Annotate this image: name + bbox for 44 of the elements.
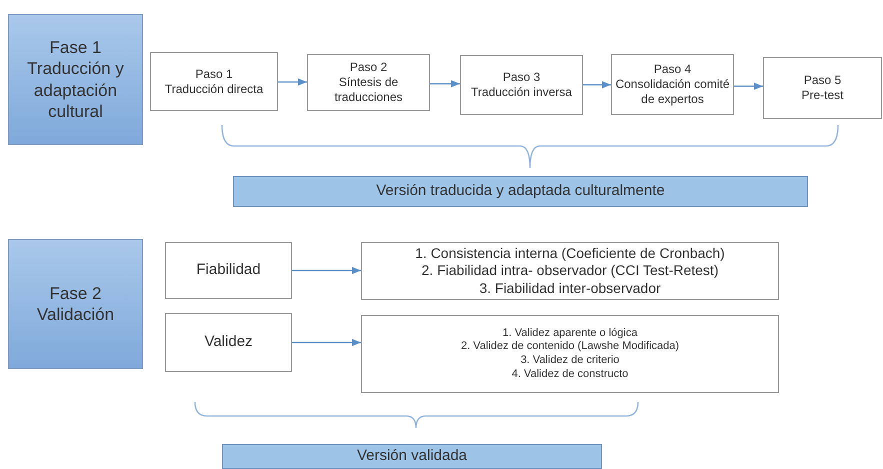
- result-band: [222, 444, 602, 469]
- list-item: 2. Fiabilidad intra- observador (CCI Test-Retest): [422, 262, 718, 280]
- phase-name: Traducción y adaptación cultural: [26, 58, 125, 122]
- step-box: [611, 54, 734, 115]
- result-label: Versión traducida y adaptada culturalmente: [376, 182, 665, 201]
- list-item: 1. Validez aparente o lógica: [502, 326, 638, 340]
- category-box: [165, 313, 292, 372]
- step-title: Paso 4: [654, 62, 692, 77]
- step-title: Paso 2: [350, 60, 388, 75]
- step-name: Pre-test: [801, 88, 844, 103]
- phase-box: [8, 14, 143, 145]
- phase-name: Validación: [36, 304, 114, 326]
- step-box: [150, 52, 278, 111]
- step-box: [460, 55, 583, 115]
- step-name: Síntesis de traducciones: [333, 75, 404, 105]
- phase-title: Fase 1: [50, 37, 102, 58]
- step-name: Traducción inversa: [471, 85, 572, 100]
- step-name: Consolidación comité de expertos: [614, 77, 731, 107]
- arrow: [430, 80, 460, 88]
- step-title: Paso 1: [195, 66, 233, 82]
- step-box: [307, 54, 430, 111]
- category-box: [165, 242, 292, 299]
- list-box: [361, 315, 779, 393]
- list-item: 4. Validez de constructo: [512, 368, 628, 382]
- result-band: [233, 176, 808, 207]
- list-item: 3. Validez de criterio: [520, 354, 620, 368]
- phase-title: Fase 2: [50, 282, 102, 304]
- list-box: [361, 242, 779, 300]
- step-title: Paso 3: [502, 70, 540, 85]
- step-title: Paso 5: [804, 73, 842, 88]
- arrow: [292, 338, 361, 346]
- phase-box: [8, 239, 143, 369]
- result-label: Versión validada: [356, 447, 468, 466]
- category-label: Validez: [204, 333, 253, 352]
- arrow: [292, 266, 361, 274]
- list-item: 1. Consistencia interna (Coeficiente de Cronbach): [415, 244, 725, 262]
- step-box: [763, 57, 882, 119]
- arrow: [278, 78, 307, 86]
- arrow: [734, 82, 763, 90]
- list-item: 2. Validez de contenido (Lawshe Modificada): [460, 340, 680, 354]
- list-item: 3. Fiabilidad inter-observador: [479, 280, 661, 298]
- step-name: Traducción directa: [164, 82, 264, 96]
- category-label: Fiabilidad: [196, 261, 261, 280]
- arrow: [583, 81, 611, 88]
